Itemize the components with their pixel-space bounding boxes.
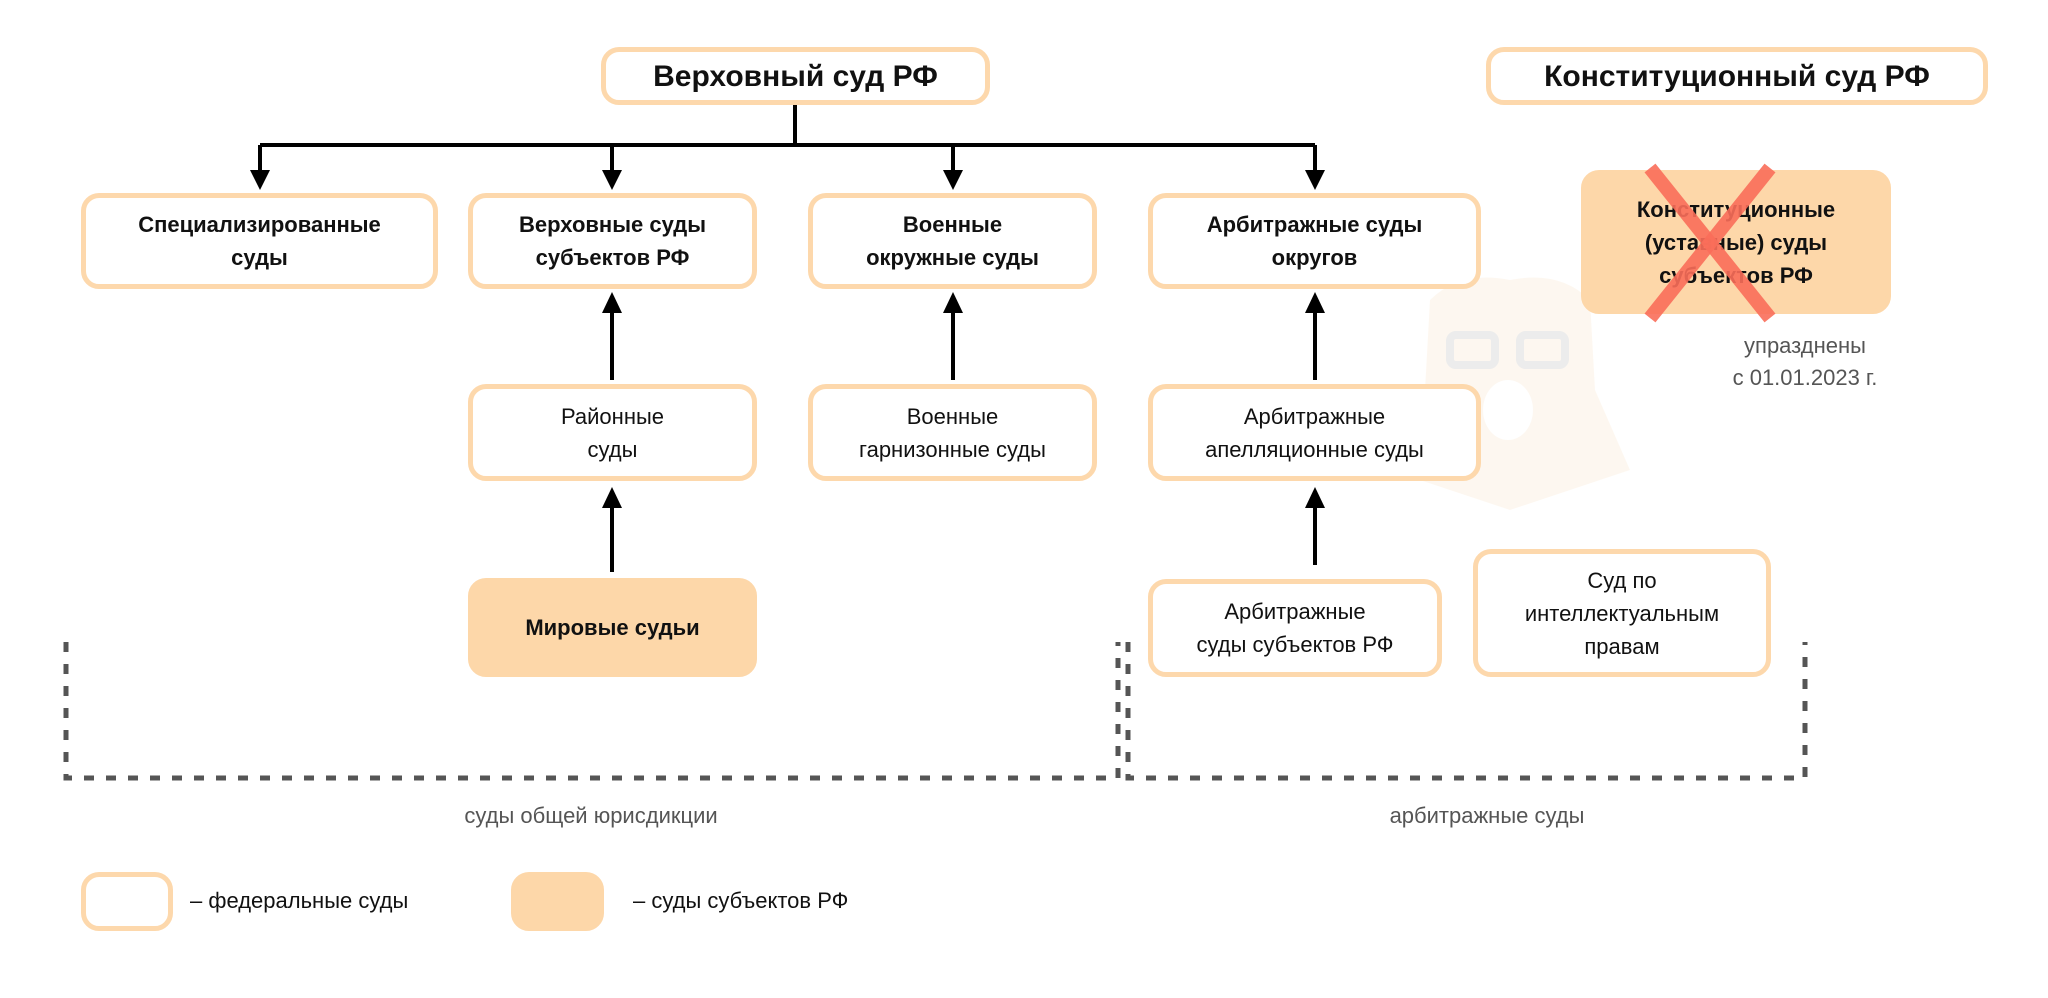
arrow-up-icon xyxy=(602,292,622,313)
supreme-court-box: Верховный суд РФ xyxy=(601,47,990,105)
arbitration-courts-label: арбитражные суды xyxy=(1389,803,1585,828)
arrow-up-icon xyxy=(1305,292,1325,313)
cross-icon xyxy=(1644,163,1776,323)
arbitration-bracket xyxy=(1125,642,1808,781)
ip-court-box: Суд по интеллектуальным правам xyxy=(1473,549,1771,677)
arrow-down-icon xyxy=(602,170,622,190)
arrow-down-icon xyxy=(1305,170,1325,190)
arrow-down-icon xyxy=(943,170,963,190)
district-courts-box: Районные суды xyxy=(468,384,757,481)
legend-federal-label: – федеральные суды xyxy=(190,888,409,913)
regional-supreme-courts-box: Верховные суды субъектов РФ xyxy=(468,193,757,289)
arrow-up-icon xyxy=(943,292,963,313)
legend-regional-label: – суды субъектов РФ xyxy=(633,888,849,913)
abolished-note: упразднены с 01.01.2023 г. xyxy=(1732,333,1878,390)
regional-arbitration-courts-box: Арбитражные суды субъектов РФ xyxy=(1148,579,1442,677)
garrison-military-courts-box: Военные гарнизонные суды xyxy=(808,384,1097,481)
legend-federal-swatch xyxy=(81,872,173,931)
general-jurisdiction-label: суды общей юрисдикции xyxy=(464,803,718,828)
arbitration-appeal-courts-box: Арбитражные апелляционные суды xyxy=(1148,384,1481,481)
arrow-down-icon xyxy=(250,170,270,190)
constitutional-court-box: Конституционный суд РФ xyxy=(1486,47,1988,105)
military-district-courts-box: Военные окружные суды xyxy=(808,193,1097,289)
arrow-up-icon xyxy=(602,487,622,508)
magistrates-box: Мировые судьи xyxy=(468,578,757,677)
specialized-courts-box: Специализированные суды xyxy=(81,193,438,289)
general-jurisdiction-bracket xyxy=(63,642,1121,781)
legend-regional-swatch xyxy=(511,872,604,931)
arrow-up-icon xyxy=(1305,487,1325,508)
arbitration-district-courts-box: Арбитражные суды округов xyxy=(1148,193,1481,289)
